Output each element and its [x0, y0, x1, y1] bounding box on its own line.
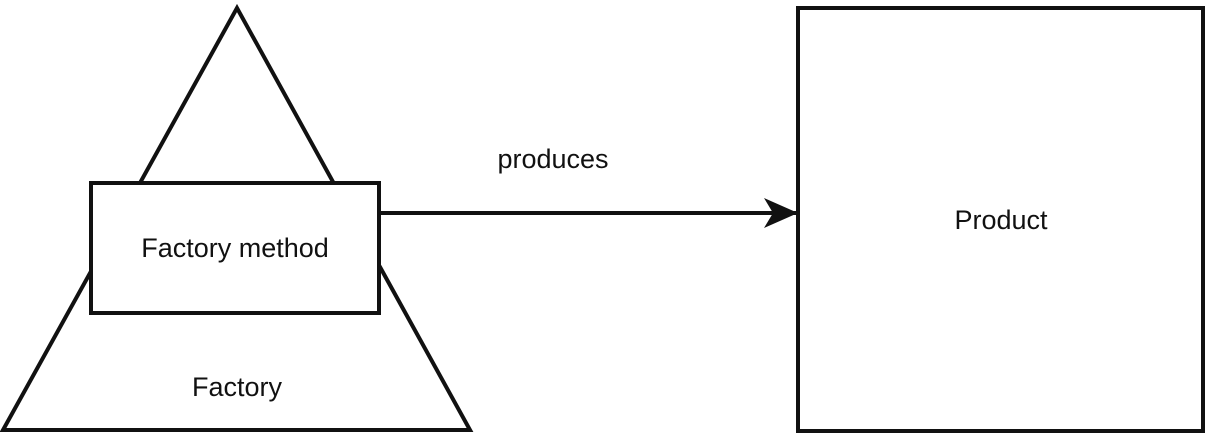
produces-label: produces [497, 144, 608, 174]
factory-label: Factory [192, 372, 283, 402]
factory-method-label: Factory method [141, 233, 329, 263]
product-box [796, 6, 1205, 433]
factory-method-box [89, 181, 381, 315]
product-label: Product [954, 205, 1048, 235]
